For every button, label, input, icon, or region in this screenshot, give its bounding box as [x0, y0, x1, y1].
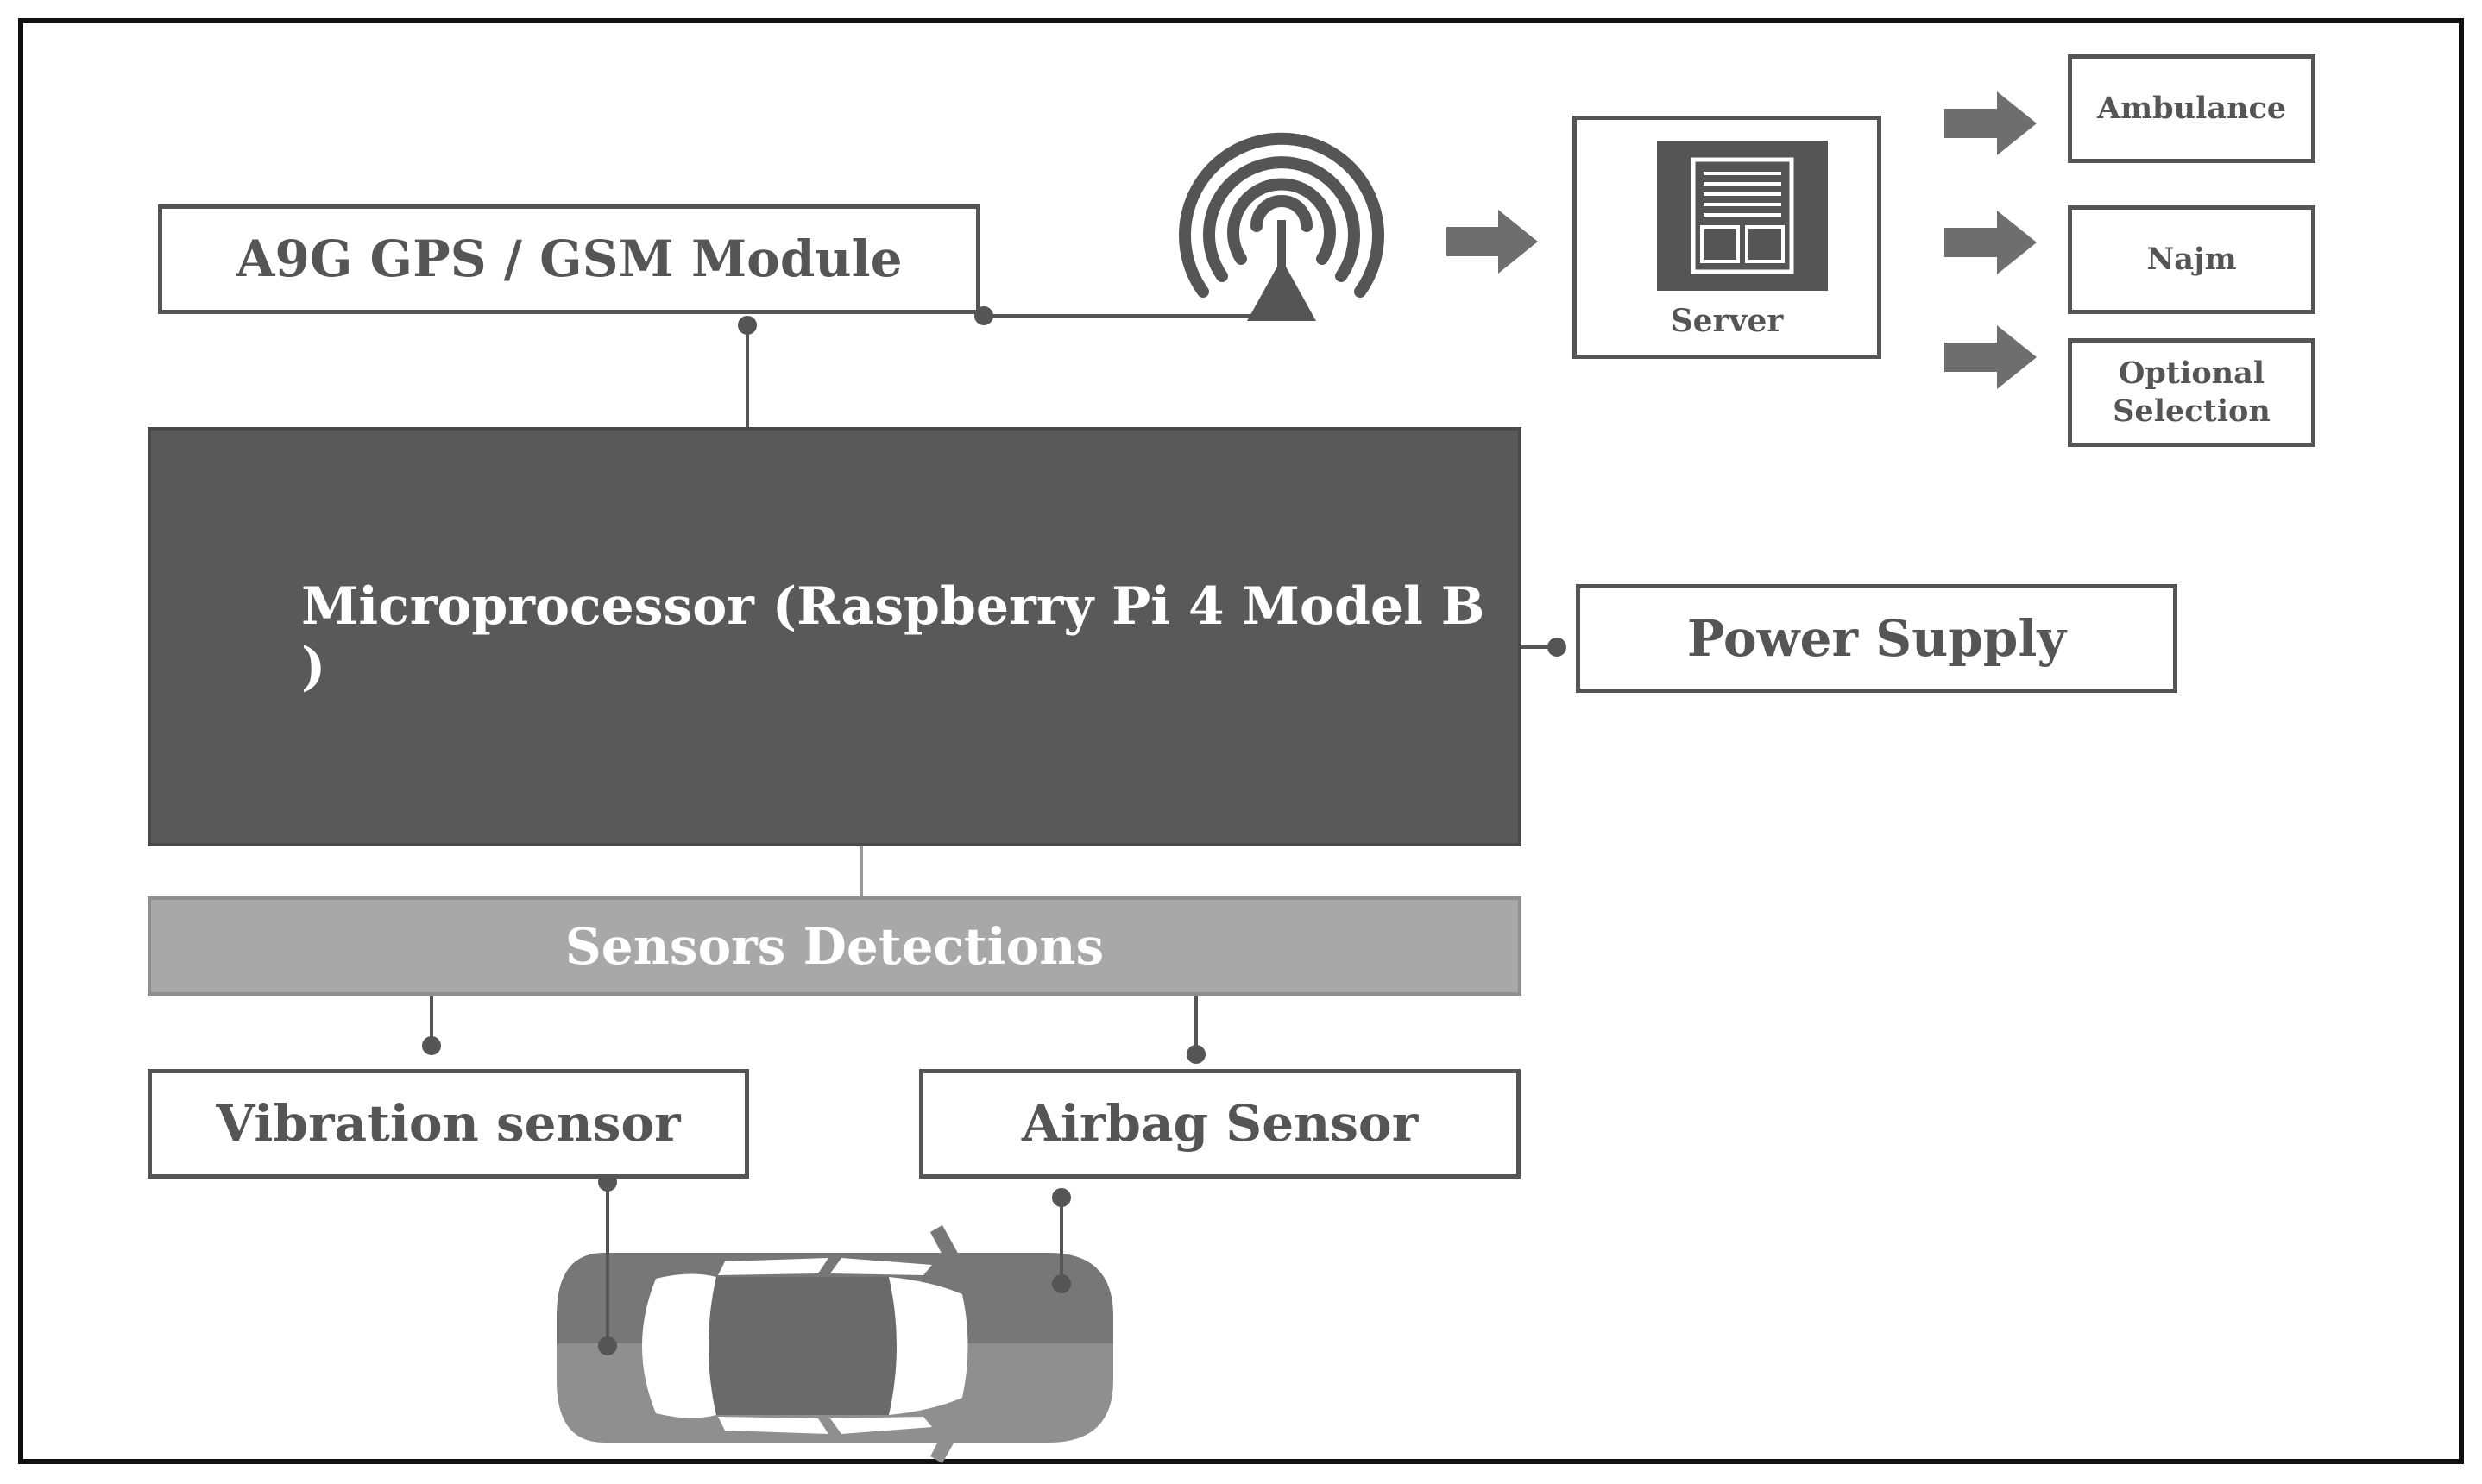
ambulance-box: Ambulance: [2068, 54, 2315, 163]
airbag-sensor-label: Airbag Sensor: [1021, 1094, 1419, 1154]
vibration-sensor-label: Vibration sensor: [216, 1094, 681, 1154]
ambulance-label: Ambulance: [2096, 91, 2287, 127]
airbag-sensor-box: Airbag Sensor: [919, 1069, 1521, 1179]
right-arrow-icon: [1944, 91, 2037, 155]
microprocessor-block: Microprocessor (Raspberry Pi 4 Model B ): [148, 427, 1521, 846]
najm-box: Najm: [2068, 205, 2315, 314]
vibration-sensor-box: Vibration sensor: [148, 1069, 749, 1179]
power-supply-box: Power Supply: [1576, 584, 2177, 693]
server-label: Server: [1670, 303, 1784, 339]
server-document-icon: [1657, 141, 1828, 291]
right-arrow-icon: [1944, 325, 2037, 389]
gps-gsm-module-box: A9G GPS / GSM Module: [158, 204, 980, 314]
wire-node: [422, 1036, 441, 1055]
optional-selection-box: Optional Selection: [2068, 338, 2315, 447]
optional-line-2: Selection: [2113, 393, 2271, 429]
optional-line-1: Optional: [2118, 355, 2265, 392]
sensors-detections-label: Sensors Detections: [564, 916, 1105, 976]
gps-gsm-module-label: A9G GPS / GSM Module: [236, 230, 903, 289]
right-arrow-icon: [1446, 210, 1538, 274]
server-box: Server: [1572, 116, 1881, 359]
sensors-detections-bar: Sensors Detections: [148, 896, 1521, 996]
outer-frame: [18, 18, 2464, 1464]
wire-node: [1547, 638, 1566, 657]
right-arrow-icon: [1944, 211, 2037, 274]
microprocessor-label: Microprocessor (Raspberry Pi 4 Model B ): [301, 576, 1485, 697]
power-supply-label: Power Supply: [1686, 608, 2067, 668]
wire-node: [738, 316, 757, 335]
najm-label: Najm: [2146, 242, 2237, 278]
wire-node: [1187, 1045, 1206, 1064]
optional-selection-label: Optional Selection: [2113, 355, 2271, 431]
